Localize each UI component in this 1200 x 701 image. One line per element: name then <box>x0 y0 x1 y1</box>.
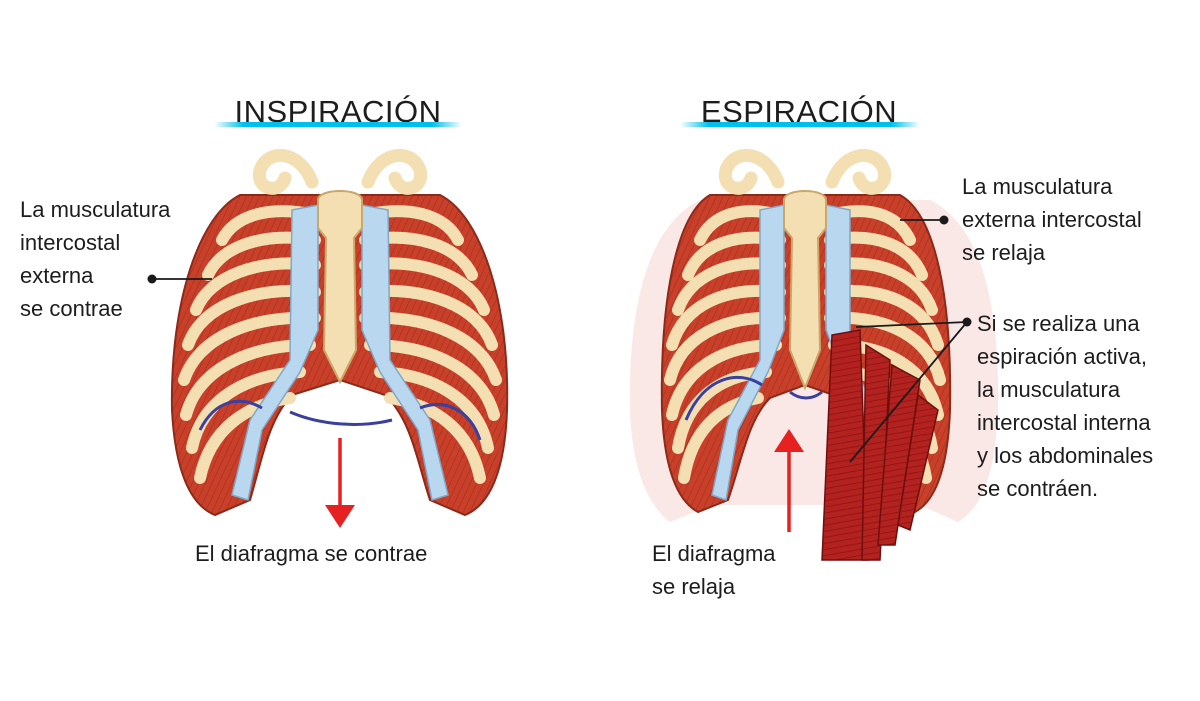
active-expiration-caption-line: se contráen. <box>977 476 1099 501</box>
right-diaphragm-line <box>684 376 823 421</box>
right-intercostal-caption: La musculatura externa intercostal se re… <box>962 170 1142 269</box>
diaphragm-up-arrow <box>774 429 804 532</box>
left-diaphragm-caption: El diafragma se contrae <box>195 541 428 566</box>
right-diaphragm-caption-line: El diafragma <box>652 541 776 566</box>
right-intercostal-pointer <box>900 215 949 225</box>
active-expiration-caption-line: Si se realiza una <box>977 311 1140 336</box>
left-intercostal-pointer <box>147 274 212 284</box>
right-diaphragm-caption: El diafragma se relaja <box>652 537 776 603</box>
diaphragm-down-arrow <box>325 438 355 528</box>
left-intercostal-caption-line: intercostal <box>20 230 121 255</box>
right-intercostal-caption-line: externa intercostal <box>962 207 1142 232</box>
left-diaphragm-line <box>198 399 482 441</box>
active-expiration-caption: Si se realiza una espiración activa, la … <box>977 307 1153 505</box>
active-expiration-caption-line: espiración activa, <box>977 344 1147 369</box>
left-intercostal-caption: La musculatura intercostal externa se co… <box>20 193 170 325</box>
left-clavicle-left <box>252 149 319 195</box>
right-sternum <box>783 190 827 391</box>
left-cartilage <box>231 204 449 501</box>
left-intercostal-caption-line: se contrae <box>20 296 123 321</box>
abdominal-muscles <box>821 329 939 561</box>
left-sternum <box>317 190 363 385</box>
left-intercostal-caption-line: externa <box>20 263 94 288</box>
inspiration-title-underline <box>214 122 462 127</box>
left-ribcage <box>170 149 509 517</box>
active-expiration-caption-line: intercostal interna <box>977 410 1151 435</box>
right-ribcage <box>660 149 952 561</box>
right-intercostal-caption-line: La musculatura <box>962 174 1113 199</box>
right-diaphragm-caption-line: se relaja <box>652 574 736 599</box>
right-clavicle-right <box>825 149 892 195</box>
right-intercostal-caption-line: se relaja <box>962 240 1046 265</box>
active-expiration-caption-line: y los abdominales <box>977 443 1154 468</box>
left-intercostal-caption-line: La musculatura <box>20 197 171 222</box>
active-expiration-pointer <box>849 317 972 463</box>
active-expiration-caption-line: la musculatura <box>977 377 1121 402</box>
right-clavicle-left <box>718 149 785 195</box>
left-clavicle-right <box>361 149 428 195</box>
expiration-title-underline <box>680 122 920 127</box>
